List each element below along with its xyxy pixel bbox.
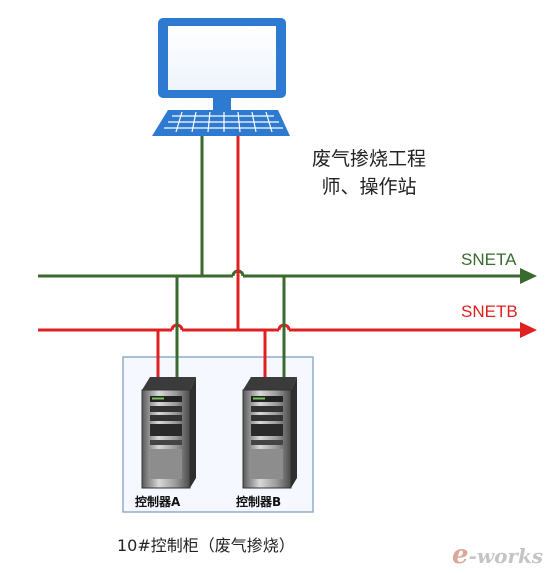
eworks-watermark-logo: e-works	[452, 540, 544, 570]
controller-b-server-icon	[242, 377, 297, 489]
controller-b-label: 控制器B	[236, 495, 282, 509]
cabinet-label: 10#控制柜（废气掺烧）	[117, 536, 295, 555]
network-b-label: SNETB	[461, 302, 518, 321]
network-b-bus	[38, 322, 537, 338]
network-a-label: SNETA	[461, 250, 517, 269]
controller-a-label: 控制器A	[135, 495, 181, 509]
workstation-label: 废气掺烧工程 师、操作站	[312, 145, 426, 201]
workstation-monitor-icon	[152, 18, 290, 136]
workstation-label-line1: 废气掺烧工程	[312, 148, 427, 170]
workstation-label-line2: 师、操作站	[321, 176, 417, 198]
network-a-bus	[38, 268, 537, 284]
controller-a-server-icon	[141, 377, 196, 489]
